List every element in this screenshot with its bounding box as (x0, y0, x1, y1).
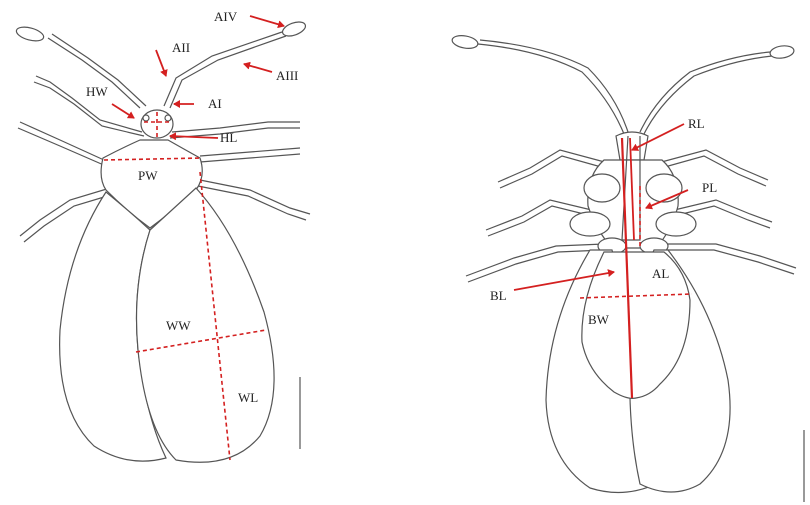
label-aiii: AIII (276, 68, 298, 83)
label-rl: RL (688, 116, 705, 131)
ventral-head (616, 132, 648, 160)
label-ww: WW (166, 318, 191, 333)
label-bw: BW (588, 312, 610, 327)
label-ai: AI (208, 96, 222, 111)
label-al: AL (652, 266, 669, 281)
label-pw: PW (138, 168, 158, 183)
label-aiv: AIV (214, 9, 238, 24)
label-wl: WL (238, 390, 258, 405)
ventral-antennae (451, 34, 795, 134)
dorsal-arrows (112, 16, 284, 138)
label-hw: HW (86, 84, 108, 99)
label-pl: PL (702, 180, 717, 195)
label-hl: HL (220, 130, 237, 145)
dorsal-view (15, 19, 310, 462)
ventral-view (451, 34, 796, 493)
label-bl: BL (490, 288, 507, 303)
label-aii: AII (172, 40, 190, 55)
